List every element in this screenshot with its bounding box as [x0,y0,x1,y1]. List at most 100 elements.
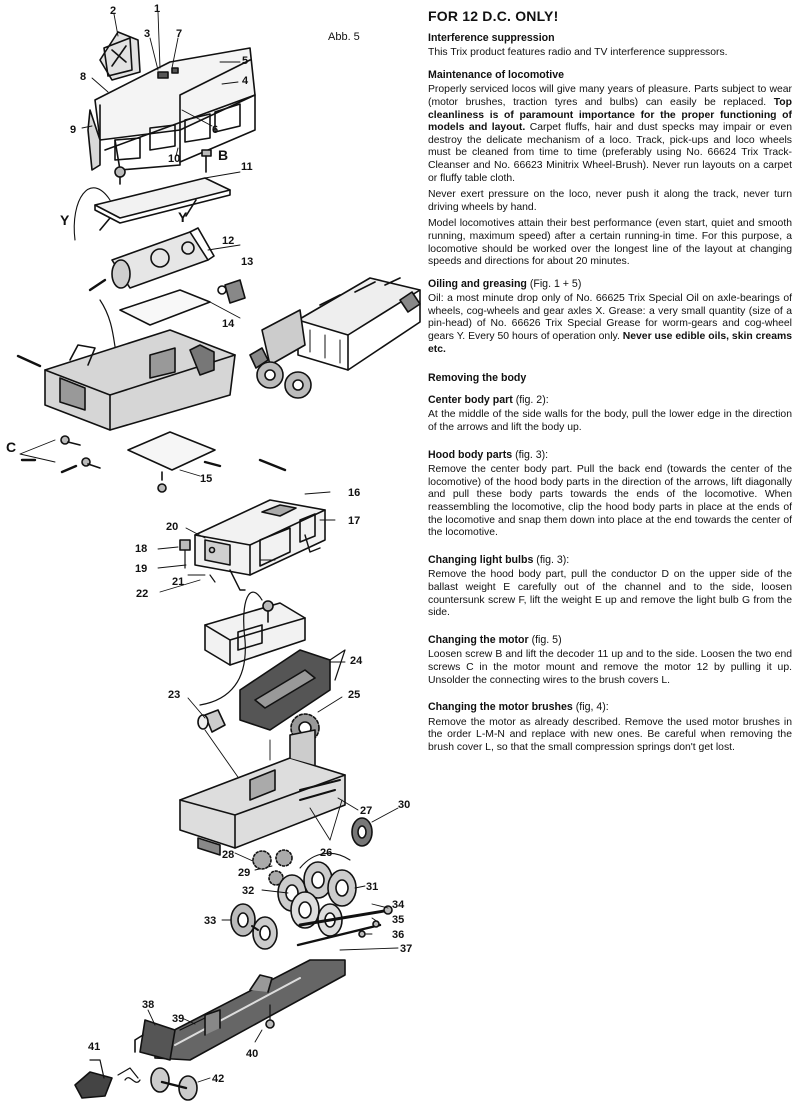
callout-15: 15 [200,473,212,485]
motor [88,227,241,292]
leader-lines-drive [187,661,346,781]
para-maintenance-1a: Properly serviced locos will give many y… [428,84,792,108]
callout-25: 25 [348,689,360,701]
gear-26 [275,849,293,867]
light-bulb [197,709,226,733]
callout-7: 7 [176,28,182,40]
para-maintenance-1c: Carpet fluffs, hair and dust specks may … [428,122,793,184]
callout-40: 40 [246,1048,258,1060]
gear-28 [252,850,272,870]
para-interference: This Trix product features radio and TV … [428,47,728,59]
callout-23: 23 [168,689,180,701]
screw-b [201,149,212,173]
callout-4: 4 [242,75,249,87]
callout-39: 39 [172,1013,184,1025]
callout-41: 41 [88,1041,100,1053]
heading-motor-text: Changing the motor [428,633,529,646]
para-oiling-a: Oil: a most minute drop only of No. 6662… [428,293,792,343]
callout-24: 24 [350,655,363,667]
heading-hood-body-ref: (fig. 3): [512,448,549,461]
heading-interference: Interference suppression [428,31,555,44]
decoder-board [94,171,241,231]
instruction-text: FOR 12 D.C. ONLY! Interference suppressi… [428,8,792,759]
para-light-bulbs: Remove the hood body part, pull the cond… [428,569,792,619]
coupler [74,1059,141,1099]
para-motor: Loosen screw B and lift the decoder 11 u… [428,649,792,686]
top-body-housing [87,31,256,185]
lower-chassis [179,729,346,856]
heading-motor: Changing the motor (fig. 5) [428,634,792,647]
heading-hood-body: Hood body parts (fig. 3): [428,449,792,462]
hood-body [199,591,306,706]
callout-37: 37 [400,943,412,955]
callout-12: 12 [222,235,234,247]
callout-labels: 1 2 3 4 5 6 7 8 9 10 11 12 13 14 15 16 1… [6,3,412,1085]
ballast-weight [239,649,346,731]
para-oiling: Oil: a most minute drop only of No. 6662… [428,293,792,356]
para-maintenance-3: Model locomotives attain their best perf… [428,218,792,268]
bottom-plate [127,431,216,493]
para-oiling-b: Never use edible oils, skin creams etc. [428,331,792,355]
heading-hood-body-text: Hood body parts [428,448,513,461]
insulation-plate [119,289,241,326]
callout-36: 36 [392,929,404,941]
center-body [179,499,326,591]
doc-title: FOR 12 D.C. ONLY! [428,8,559,24]
heading-oiling-text: Oiling and greasing [428,277,527,290]
heading-light-bulbs-text: Changing light bulbs [428,553,534,566]
para-hood-body: Remove the center body part. Pull the ba… [428,464,792,539]
callout-10: 10 [168,153,180,165]
callout-5: 5 [242,55,248,67]
heading-center-body: Center body part (fig. 2): [428,394,792,407]
worm-gear [217,279,246,304]
heading-motor-ref: (fig. 5) [528,633,562,646]
callout-6: 6 [212,124,218,136]
heading-oiling: Oiling and greasing (Fig. 1 + 5) [428,278,792,291]
callout-28: 28 [222,849,234,861]
exploded-view-diagram: 1 2 3 4 5 6 7 8 9 10 11 12 13 14 15 16 1… [6,3,421,1101]
bogie-wheelset [150,1067,211,1101]
heading-center-body-text: Center body part [428,393,513,406]
callout-26: 26 [320,847,332,859]
callout-29: 29 [238,867,250,879]
heading-oiling-ref: (Fig. 1 + 5) [526,277,582,290]
callout-1: 1 [154,3,160,15]
callout-9: 9 [70,124,76,136]
heading-light-bulbs: Changing light bulbs (fig. 3): [428,554,792,567]
motor-mount-chassis [44,329,236,431]
para-maintenance-1: Properly serviced locos will give many y… [428,84,792,185]
callout-31: 31 [366,881,378,893]
heading-light-bulbs-ref: (fig. 3): [533,553,570,566]
callout-17: 17 [348,515,360,527]
callout-19: 19 [135,563,147,575]
callout-38: 38 [142,999,154,1011]
callout-14: 14 [222,318,235,330]
callout-11: 11 [241,161,253,173]
letter-y-right: Y [178,209,188,225]
para-maintenance-1b: Top cleanliness is of paramount importan… [428,96,792,134]
heading-center-body-ref: (fig. 2): [512,393,549,406]
callout-18: 18 [135,543,147,555]
leader-lines-wheels [221,885,399,951]
leader-lines-top [81,11,241,157]
letter-b: B [218,147,228,163]
callout-32: 32 [242,885,254,897]
callout-35: 35 [392,914,404,926]
callout-34: 34 [392,899,405,911]
assembled-locomotive [249,277,421,399]
wheelsets [230,852,393,950]
callout-16: 16 [348,487,360,499]
figure-title: Abb. 5 [328,31,360,43]
letter-y-left: Y [60,212,70,228]
screws-c [19,435,101,469]
callout-2: 2 [110,5,116,17]
letter-c: C [6,439,16,455]
callout-13: 13 [241,256,253,268]
para-center-body: At the middle of the side walls for the … [428,409,792,434]
callout-30: 30 [398,799,410,811]
axle-pins [16,354,287,474]
leader-lines-bogie [147,1009,263,1043]
diagram-svg: 1 2 3 4 5 6 7 8 9 10 11 12 13 14 15 16 1… [6,3,421,1101]
para-maintenance-2: Never exert pressure on the loco, never … [428,189,792,213]
callout-3: 3 [144,28,150,40]
